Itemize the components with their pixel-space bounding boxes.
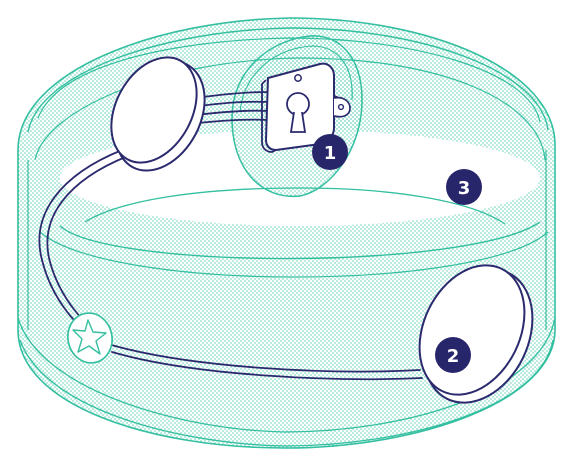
sensor-led: [295, 75, 301, 81]
callout-3: 3: [446, 169, 482, 205]
callout-1-label: 1: [324, 143, 337, 164]
callout-3-label: 3: [458, 178, 471, 199]
callout-1: 1: [312, 134, 348, 170]
callout-2: 2: [435, 337, 471, 373]
callout-2-label: 2: [447, 346, 460, 367]
sensor-connector-tab: [334, 98, 350, 117]
